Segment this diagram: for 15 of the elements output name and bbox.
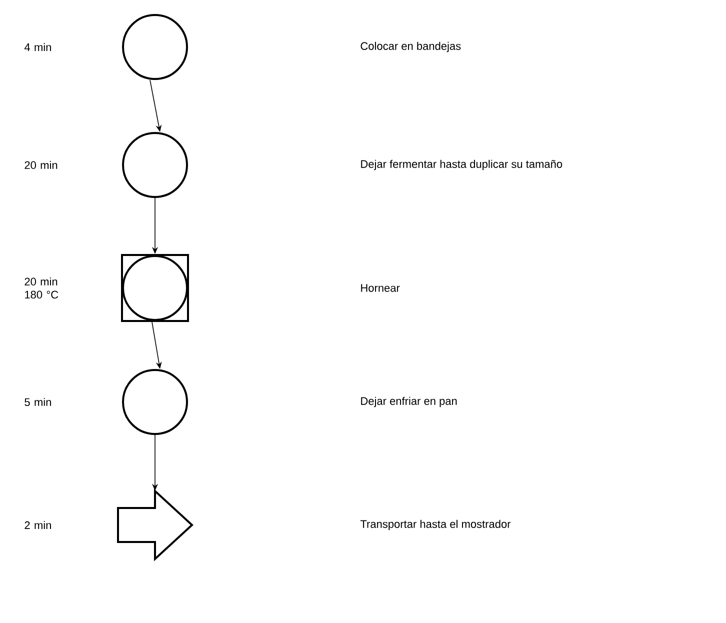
process-circle bbox=[122, 369, 188, 435]
duration-label: 20 min bbox=[24, 160, 58, 170]
process-circle bbox=[122, 14, 188, 80]
step-description: Transportar hasta el mostrador bbox=[360, 520, 511, 530]
step-description: Dejar fermentar hasta duplicar su tamaño bbox=[361, 160, 562, 170]
duration-label: 5 min bbox=[24, 398, 51, 406]
step-description: Colocar en bandejas bbox=[360, 42, 461, 52]
duration-label: 20 min 180 °C bbox=[24, 277, 58, 299]
step-description: Dejar enfriar en pan bbox=[361, 396, 457, 408]
combined-square-circle bbox=[121, 254, 189, 322]
process-circle bbox=[122, 132, 188, 198]
duration-label: 4 min bbox=[24, 43, 51, 51]
transport-arrow bbox=[117, 488, 194, 562]
duration-label: 2 min bbox=[24, 521, 51, 529]
step-description: Hornear bbox=[361, 284, 400, 292]
